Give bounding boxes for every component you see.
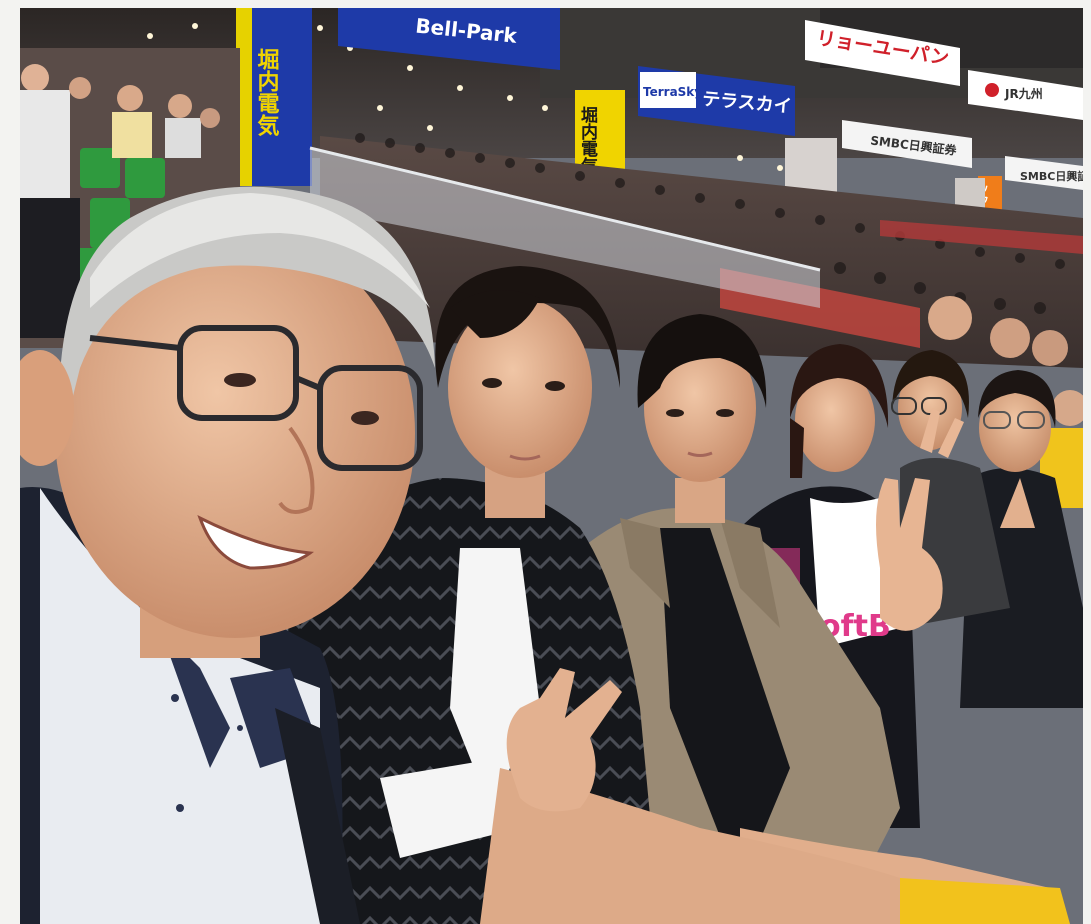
smbc-sign-center: SMBC日興証券 [842,120,972,168]
bell-park-sign: Bell-Park [338,8,560,70]
person-young-man-black-shirt [280,266,900,924]
stadium-group-photo: Bell-Park 堀内電気 TerraSky テラスカイ 堀内電気 リョーユー… [20,8,1083,924]
jr-text: JR九州 [1004,86,1043,101]
horiuchi-center-text: 堀内電気 [577,106,599,175]
horiuchi-left-text: 堀内電気 [254,48,280,137]
horiuchi-banner-left: 堀内電気 [236,8,312,186]
smbc-right-text: SMBC日興証券 [1020,169,1083,183]
terrasky-logo-text: TerraSky [643,85,702,99]
glass-railing [310,148,820,308]
red-seats-far [880,220,1083,254]
right-background-spectators [928,296,1083,508]
jr-sign: JR九州 [968,70,1083,120]
person-older-man-glasses [20,186,436,924]
terrasky-sign: TerraSky テラスカイ [638,66,795,136]
smbc-sign-right: SMBC日興証券 [1005,156,1083,190]
eyeglasses [89,325,423,471]
